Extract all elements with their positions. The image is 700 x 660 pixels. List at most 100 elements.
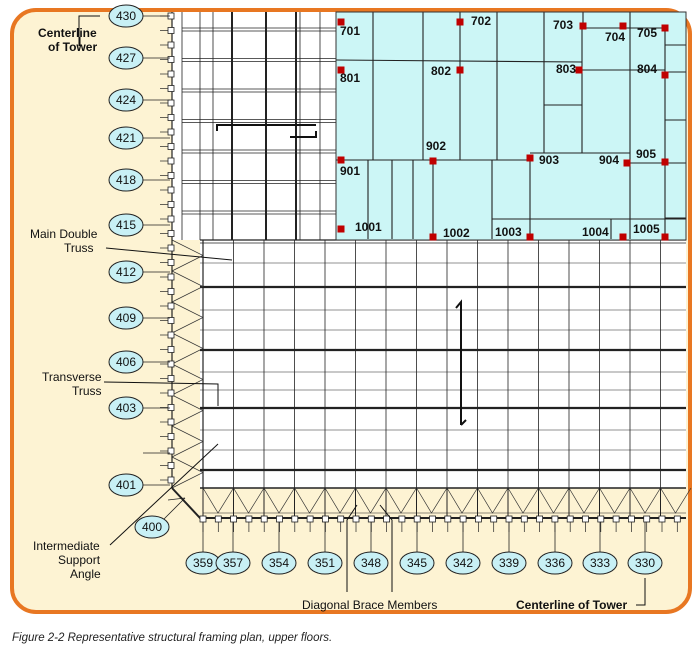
bottom-node — [505, 515, 513, 523]
bottom-node — [367, 515, 375, 523]
column-marker — [429, 157, 437, 165]
left-node — [167, 273, 175, 281]
truss-diagonal — [171, 456, 204, 489]
room-label: 802 — [431, 64, 451, 78]
span-direction-arrow — [216, 124, 317, 138]
grid-bubble-label: 418 — [116, 173, 136, 187]
room-label: 704 — [605, 30, 625, 44]
bubble-leader — [167, 497, 186, 501]
cyan-room-area-bg — [336, 12, 686, 240]
column-marker — [337, 225, 345, 233]
bottom-node — [245, 515, 253, 523]
column-marker — [661, 24, 669, 32]
bottom-node — [398, 515, 406, 523]
room-wall — [335, 59, 583, 63]
bottom-node — [490, 515, 498, 523]
grid-bubble — [627, 551, 663, 575]
column-marker — [619, 233, 627, 241]
grid-bubble-label: 401 — [116, 478, 136, 492]
diagonal-brace — [660, 487, 692, 514]
bottom-centerline-label: Centerline of Tower — [516, 598, 627, 612]
left-node — [167, 375, 175, 382]
column-marker — [623, 159, 631, 167]
left-node — [167, 389, 175, 397]
grid-bubble — [108, 46, 144, 70]
room-label: 1005 — [633, 222, 660, 236]
left-node — [167, 128, 175, 136]
left-node — [167, 99, 175, 107]
room-label: 803 — [556, 62, 576, 76]
support-angle-label-1: Intermediate — [33, 539, 100, 553]
bottom-node — [199, 515, 207, 523]
diagonal-brace — [416, 487, 448, 514]
diagonal-brace — [355, 487, 387, 514]
grid-bubble-label: 430 — [116, 9, 136, 23]
transverse-truss-label-1: Transverse — [42, 370, 102, 384]
grid-bubble — [108, 4, 144, 28]
truss-diagonal — [171, 239, 204, 272]
left-node — [167, 404, 175, 411]
grid-bubble-label: 409 — [116, 311, 136, 325]
truss-diagonal — [171, 425, 204, 458]
diagonal-brace — [507, 487, 539, 514]
left-node — [167, 172, 175, 179]
grid-bubble-label: 348 — [361, 556, 381, 570]
grid-bubble — [445, 551, 481, 575]
column-marker — [337, 156, 345, 164]
diagonal-brace — [263, 487, 295, 514]
grid-bubble — [307, 551, 343, 575]
bottom-node — [536, 515, 543, 523]
diagonal-brace — [294, 487, 326, 514]
bottom-node — [658, 515, 666, 523]
grid-bubble-label: 351 — [315, 556, 335, 570]
grid-bubble-label: 406 — [116, 355, 136, 369]
bottom-node — [214, 515, 222, 523]
transverse-truss-leader — [103, 381, 219, 406]
grid-bubble-label: 427 — [116, 51, 136, 65]
transverse-truss-label-2: Truss — [72, 384, 102, 398]
left-node — [167, 143, 175, 150]
left-node — [167, 418, 175, 426]
room-label: 1002 — [443, 226, 470, 240]
bottom-node — [306, 515, 314, 523]
bottom-node — [551, 515, 559, 523]
column-marker — [579, 22, 587, 30]
column-marker — [661, 71, 669, 79]
diagonal-brace — [202, 487, 234, 514]
room-label: 903 — [539, 153, 559, 167]
grid-bubble — [261, 551, 297, 575]
grid-bubble-label: 357 — [223, 556, 243, 570]
lower-floor-area — [200, 240, 686, 488]
grid-bubble — [491, 551, 527, 575]
grid-bubble — [215, 551, 251, 575]
diagonal-brace — [629, 487, 661, 514]
truss-diagonal — [171, 332, 204, 365]
grid-bubble — [108, 396, 144, 420]
room-label: 701 — [340, 24, 360, 38]
room-label: 902 — [426, 139, 446, 153]
grid-bubble — [108, 88, 144, 112]
bottom-node — [474, 515, 482, 523]
grid-bubble — [399, 551, 435, 575]
bottom-node — [321, 515, 329, 523]
left-node — [167, 302, 175, 310]
room-label: 905 — [636, 147, 656, 161]
corner-bubble — [134, 515, 170, 539]
truss-diagonal — [171, 363, 204, 396]
room-label: 1003 — [495, 225, 522, 239]
grid-bubble — [108, 350, 144, 374]
left-node — [167, 186, 175, 194]
grid-bubble-label: 359 — [193, 556, 213, 570]
support-angle-label-2: Support — [58, 553, 101, 567]
grid-bubble-label: 354 — [269, 556, 289, 570]
left-node — [167, 346, 175, 353]
column-marker — [429, 233, 437, 241]
diagonal-brace — [385, 487, 417, 514]
room-label: 1001 — [355, 220, 382, 234]
left-node — [167, 41, 175, 49]
left-node — [167, 114, 175, 121]
grid-bubble-label: 342 — [453, 556, 473, 570]
left-node — [167, 27, 175, 34]
